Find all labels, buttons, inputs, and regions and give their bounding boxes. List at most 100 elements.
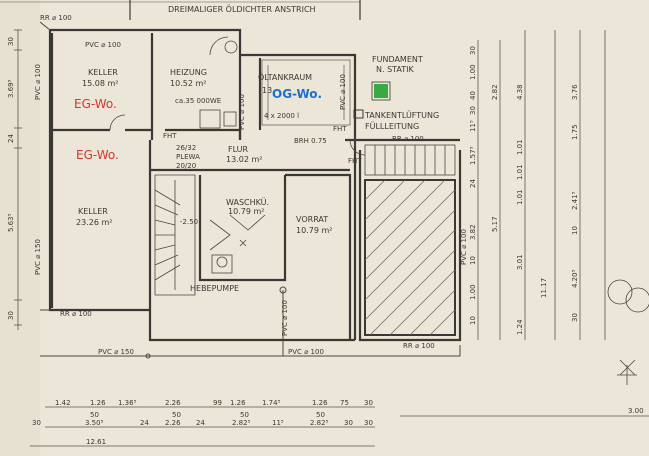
- right-dim-c1-5: 11⁵: [469, 120, 477, 132]
- fundament-marker: [374, 84, 388, 98]
- bottom-dim-3-3: 24: [140, 419, 149, 427]
- site-symbols: [607, 279, 649, 385]
- washroom-fixtures: [209, 214, 266, 274]
- door-swings: [109, 36, 366, 156]
- level-label: -2.50: [180, 218, 198, 226]
- plewa-label-1: 26/32: [176, 144, 196, 152]
- room-oeltank-name: ÖLTANKRAUM: [258, 72, 312, 82]
- right-dim-c4-4: 10: [571, 226, 579, 235]
- bottom-dim-1-1: 1.42: [55, 399, 71, 407]
- room-keller-top-name: KELLER: [88, 68, 118, 77]
- right-dim-c1-8: 3.82: [469, 224, 477, 240]
- right-dim-c3-4: 1.01: [516, 189, 524, 205]
- outside-steps: [364, 144, 456, 176]
- right-dim-c3-7: 11.17: [540, 278, 548, 298]
- room-waschk-area: 10.79 m²: [228, 207, 264, 216]
- pipe-rr-topleft: RR ⌀ 100: [40, 14, 72, 22]
- fht-label-1: FHT: [163, 132, 177, 140]
- brh-label: BRH 0.75: [294, 137, 327, 145]
- right-dim-far: 3.00: [628, 407, 644, 415]
- bottom-dim-3-8: 2.82⁵: [310, 419, 329, 427]
- pipe-pvc-mid-2: PVC ⌀ 100: [339, 74, 347, 110]
- bottom-dim-3-6: 2.82⁵: [232, 419, 251, 427]
- bottom-dim-1-4: 2.26: [165, 399, 181, 407]
- pipe-pvc-top: PVC ⌀ 100: [85, 41, 121, 49]
- fht-label-2: FHT: [333, 125, 347, 133]
- right-dim-c4-1: 3.76: [571, 84, 579, 100]
- bottom-dim-1-3: 1.36⁵: [118, 399, 137, 407]
- room-vorrat-area: 10.79 m²: [296, 226, 332, 235]
- fundament-label-2: N. STATIK: [376, 65, 415, 74]
- left-dim-2: 3.69⁵: [7, 79, 15, 98]
- oil-tanks: [261, 59, 351, 126]
- pipe-pvc-right: PVC ⌀ 100: [460, 229, 468, 265]
- room-keller-top-area: 15.08 m²: [82, 79, 118, 88]
- pipe-pvc-left-2: PVC ⌀ 150: [34, 239, 42, 275]
- right-dim-c2-1: 2.82: [491, 84, 499, 100]
- room-vorrat-name: VORRAT: [296, 215, 328, 224]
- left-dimension-chain: [14, 29, 22, 330]
- right-dim-c1-11: 10: [469, 316, 477, 325]
- right-dim-c1-9: 10: [469, 256, 477, 265]
- right-dim-c1-2: 1.00: [469, 64, 477, 80]
- left-dim-3: 24: [7, 134, 15, 143]
- room-keller-bottom-name: KELLER: [78, 207, 108, 216]
- pipe-pvc-left-1: PVC ⌀ 100: [34, 64, 42, 100]
- tank-vent-label: TANKENTLÜFTUNG: [364, 110, 439, 120]
- pipe-rr-right: RR ⌀ 100: [392, 135, 424, 143]
- bottom-dim-row-2: 50 50 50 50: [90, 411, 325, 419]
- bottom-dimension-lines: [30, 406, 375, 447]
- pipe-rr-bottomright: RR ⌀ 100: [403, 342, 435, 350]
- right-dim-c3-1: 4.38: [516, 84, 524, 100]
- bottom-dim-1-2: 1.26: [90, 399, 106, 407]
- room-flur-name: FLUR: [228, 145, 249, 154]
- light-shaft: [364, 179, 456, 336]
- tank-vent-symbol: [353, 109, 364, 119]
- overlay-eg-wo-1: EG-Wo.: [74, 97, 117, 111]
- bottom-dim-row-1: 1.42 1.26 1.36⁵ 2.26 99 1.26 1.74⁵ 1.26 …: [55, 399, 373, 407]
- bottom-dim-2-1: 50: [90, 411, 99, 419]
- right-dim-c4-5: 4.20⁵: [571, 269, 579, 288]
- room-heizung-name: HEIZUNG: [170, 68, 207, 77]
- staircase: [154, 174, 196, 296]
- bottom-dim-2-4: 50: [316, 411, 325, 419]
- right-dim-column-4: 3.76 1.75 2.41⁵ 10 4.20⁵ 30: [571, 84, 579, 322]
- bottom-dim-1-8: 1.26: [312, 399, 328, 407]
- right-dim-c2-2: 5.17: [491, 216, 499, 232]
- room-heizung-area: 10.52 m²: [170, 79, 206, 88]
- pipe-pvc-mid-1: PVC ⌀ 100: [281, 300, 289, 336]
- left-dim-5: 30: [7, 311, 15, 320]
- right-dim-c4-3: 2.41⁵: [571, 191, 579, 210]
- right-dim-c3-3: 1.01: [516, 164, 524, 180]
- bottom-dim-3-4: 2.26: [165, 419, 181, 427]
- right-dim-column-2: 2.82 5.17: [491, 84, 499, 232]
- tank-fill-label: FÜLLLEITUNG: [365, 121, 419, 131]
- bottom-dim-3-10: 30: [364, 419, 373, 427]
- right-dim-column-3: 4.38 1.01 1.01 1.01 3.01 1.24 11.17: [516, 84, 548, 335]
- pipe-lines: [39, 21, 461, 359]
- room-keller-bottom-area: 23.26 m²: [76, 218, 112, 227]
- room-oeltank-area: 13: [262, 86, 272, 95]
- bottom-dim-1-9: 75: [340, 399, 349, 407]
- bottom-dim-total: 12.61: [86, 438, 106, 446]
- bottom-dim-3-2: 3.50⁵: [85, 419, 104, 427]
- bottom-dim-3-7: 11⁵: [272, 419, 284, 427]
- bottom-dim-1-5: 99: [213, 399, 222, 407]
- plewa-label-2: PLEWA: [176, 153, 200, 161]
- plewa-label-3: 20/20: [176, 162, 196, 170]
- header-text: DREIMALIGER ÖLDICHTER ANSTRICH: [168, 4, 316, 14]
- fht-label-3: FHT: [348, 157, 362, 165]
- bottom-dim-1-7: 1.74⁵: [262, 399, 281, 407]
- right-dim-c1-3: 40: [469, 91, 477, 100]
- room-waschk-name: WASCHKÜ.: [226, 197, 269, 207]
- heater-fixtures: [199, 40, 238, 129]
- right-dim-c1-6: 1.57⁵: [469, 146, 477, 165]
- right-dim-c1-4: 30: [469, 106, 477, 115]
- overlay-eg-wo-2: EG-Wo.: [76, 148, 119, 162]
- right-dim-column-1: 30 1.00 40 30 11⁵ 1.57⁵ 24 3.82 10 1.00 …: [469, 46, 477, 325]
- room-heizung-note: ca.35 000WE: [175, 97, 221, 105]
- room-flur-area: 13.02 m²: [226, 155, 262, 164]
- hebepumpe-label: HEBEPUMPE: [190, 284, 239, 293]
- right-dimension-lines: [477, 30, 606, 340]
